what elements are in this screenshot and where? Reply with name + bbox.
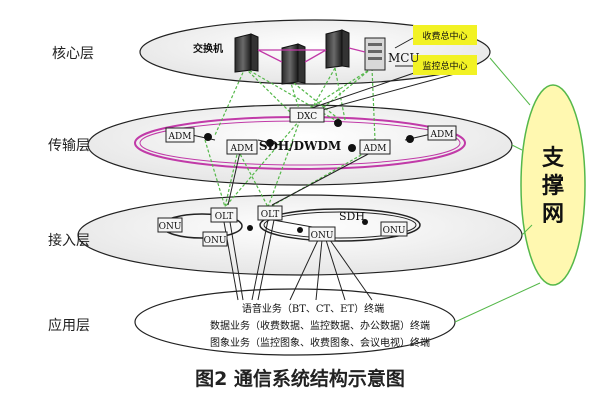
switch-server-2 [281,43,306,85]
onu-node-far-left: ONU [157,217,183,233]
monitor-center-label: 监控总中心 [422,60,467,72]
svg-text:ADM: ADM [363,144,387,154]
mcu-label: MCU [388,51,420,65]
olt-node-left: OLT [210,207,238,223]
billing-center-callout [413,25,477,45]
svg-text:DXC: DXC [297,112,317,122]
transport-layer-label: 传输层 [48,138,90,154]
dxc-node: DXC [289,107,325,123]
svg-text:ONU: ONU [159,222,182,232]
svg-text:ONU: ONU [311,231,334,241]
support-net-char-2: 撑 [542,173,564,199]
access-sdh-ring-inner [263,211,417,239]
billing-callout-pointer [394,37,414,49]
mcu-unit [364,37,386,71]
service-voice: 语音业务（BT、CT、ET）终端 [242,302,384,315]
olt-node-right: OLT [257,205,283,221]
adm-node-right: ADM [427,125,457,141]
sdh-dwdm-label: SDH/DWDM [259,139,341,153]
switch-server-3 [325,29,350,69]
onu-node-center: ONU [308,226,336,242]
switch-server-1 [234,33,259,73]
access-sdh-label: SDH [339,210,365,223]
application-layer-label: 应用层 [48,317,90,334]
service-image: 图象业务（监控图象、收费图象、会议电视）终端 [210,336,430,349]
support-net-char-1: 支 [542,145,565,171]
support-net-ellipse [520,84,586,286]
transport-layer-disc [87,104,513,186]
svg-text:OLT: OLT [215,212,234,222]
access-layer-label: 接入层 [48,232,90,249]
switch-label: 交换机 [193,42,223,55]
svg-text:ONU: ONU [204,236,227,246]
adm-node-center-left: ADM [226,139,258,155]
core-links [257,47,366,63]
svg-text:ADM: ADM [168,132,192,142]
network-diagram: DXC ADM ADM ADM ADM OLT OLT ONU ONU ONU … [48,19,586,356]
svg-text:OLT: OLT [261,210,280,220]
ring-nodes [204,119,414,233]
access-sdh-ring [259,208,421,242]
svg-text:ADM: ADM [430,130,454,140]
figure-caption: 图2 通信系统结构示意图 [195,368,405,390]
monitor-center-callout [413,55,477,75]
service-data: 数据业务（收费数据、监控数据、办公数据）终端 [210,319,430,332]
core-layer-disc [139,19,491,85]
svg-text:ADM: ADM [230,144,254,154]
adm-node-center-right: ADM [359,139,391,155]
adm-node-left: ADM [165,127,195,143]
billing-center-label: 收费总中心 [422,30,467,42]
onu-node-right: ONU [380,221,408,237]
onu-node-left: ONU [202,231,228,247]
support-net-char-3: 网 [542,201,564,227]
access-layer-disc [77,194,523,276]
svg-text:ONU: ONU [383,226,406,236]
access-application-links [223,219,373,301]
core-layer-label: 核心层 [52,46,94,62]
support-net-links [454,57,541,323]
